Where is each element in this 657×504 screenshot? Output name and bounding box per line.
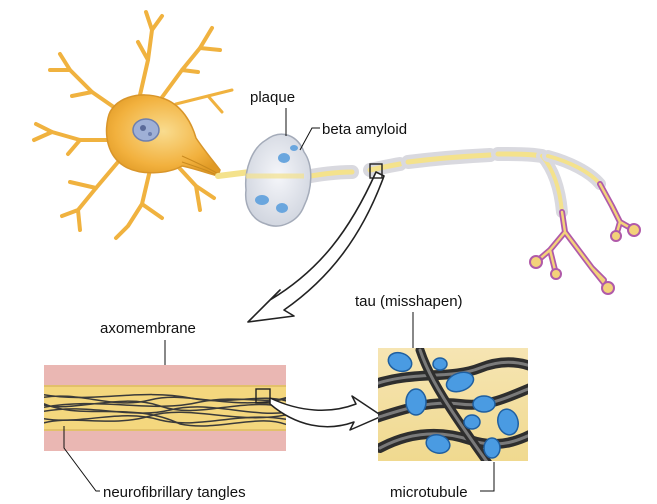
- beta-amyloid-deposit: [255, 195, 269, 205]
- axon-terminals: [530, 184, 640, 294]
- nucleus: [133, 119, 159, 141]
- microtubule-panel: [370, 348, 540, 466]
- label-microtubule: microtubule: [390, 484, 468, 501]
- axon-section: [40, 365, 290, 451]
- cell-body: [107, 95, 220, 176]
- label-axomembrane: axomembrane: [100, 320, 196, 337]
- beta-amyloid-deposit: [290, 145, 298, 151]
- label-tau: tau (misshapen): [355, 293, 463, 310]
- microtubule-leader: [480, 462, 494, 491]
- beta-amyloid-leader: [300, 128, 320, 150]
- label-neurofibrillary-tangles: neurofibrillary tangles: [103, 484, 246, 501]
- beta-amyloid-deposit: [278, 153, 290, 163]
- label-beta-amyloid: beta amyloid: [322, 121, 407, 138]
- label-plaque: plaque: [250, 89, 295, 106]
- beta-amyloid-deposit: [276, 203, 288, 213]
- zoom-arrow-2: [270, 396, 382, 430]
